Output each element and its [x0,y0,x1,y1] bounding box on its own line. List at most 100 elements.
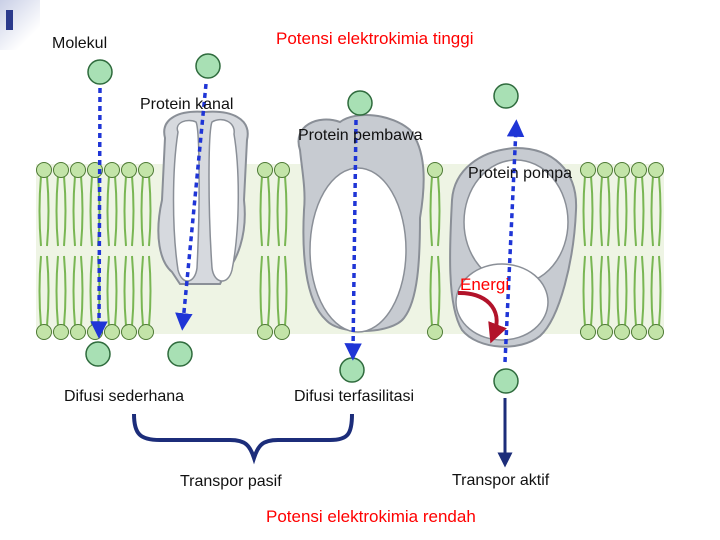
lipid-tail [72,255,76,327]
lipid-tail [582,255,586,327]
lipid-tail [259,175,263,247]
lipid-tail [63,255,67,327]
pump-protein-label: Protein pompa [468,165,573,182]
lipid-tail [582,175,586,247]
lipid-head [70,162,86,178]
lipid-head [36,324,52,340]
lipid-tail [38,175,42,247]
lipid-tail [429,175,433,247]
lipid-tail [89,175,93,247]
lipid-head [274,324,290,340]
lipid-tail [599,255,603,327]
lipid-head [648,162,664,178]
lipid-tail [259,255,263,327]
low-potential-label: Potensi elektrokimia rendah [266,507,476,526]
lipid-head [427,324,443,340]
molecule-label: Molekul [52,35,108,52]
lipid-tail [148,255,152,327]
high-potential-label: Potensi elektrokimia tinggi [276,29,474,48]
lipid-tail [658,175,662,247]
passive-transport-label: Transpor pasif [180,473,282,490]
lipid-tail [650,255,654,327]
lipid-tails-bottom [38,255,662,327]
lipid-tail [55,175,59,247]
lipid-tail [72,175,76,247]
lipid-tail [123,175,127,247]
lipid-head [104,324,120,340]
lipid-tail [616,175,620,247]
lipid-tail [633,255,637,327]
lipid-tail [106,255,110,327]
lipid-tail [80,175,84,247]
lipid-head [257,324,273,340]
lipid-tail [633,175,637,247]
lipid-heads-bottom [36,324,664,340]
active-transport-label: Transpor aktif [452,472,550,489]
lipid-tail [114,175,118,247]
lipid-head [53,162,69,178]
lipid-head [580,324,596,340]
molecule-bottom-2 [167,341,193,367]
lipid-tail [641,175,645,247]
lipid-tail [284,175,288,247]
lipid-head [597,162,613,178]
lipid-head [631,162,647,178]
lipid-head [427,162,443,178]
lipid-head [138,324,154,340]
lipid-tail [148,175,152,247]
lipid-head [631,324,647,340]
lipid-head [104,162,120,178]
lipid-tail [590,175,594,247]
lipid-head [53,324,69,340]
lipid-tail [131,255,135,327]
lipid-tail [641,255,645,327]
channel-diffusion-arrow [175,83,208,331]
lipid-head [70,324,86,340]
lipid-tail [140,175,144,247]
lipid-tail [607,255,611,327]
lipid-head [597,324,613,340]
lipid-tail [46,175,50,247]
channel-protein [157,110,249,285]
energy-label: Energi [460,275,510,294]
carrier-protein [297,114,425,333]
molecule-top-4 [493,83,519,109]
lipid-tail [650,175,654,247]
lipid-head [257,162,273,178]
simple-diffusion-arrow [90,87,108,339]
lipid-head [36,162,52,178]
lipid-tail [63,175,67,247]
lipid-tail [590,255,594,327]
facilitated-diffusion-label: Difusi terfasilitasi [294,388,415,405]
lipid-head [138,162,154,178]
lipid-tail [429,255,433,327]
lipid-tail [267,255,271,327]
lipid-tail [46,255,50,327]
lipid-tail [624,175,628,247]
lipid-tail [599,175,603,247]
molecule-bottom-4 [493,368,519,394]
carrier-protein-label: Protein pembawa [298,127,423,144]
lipid-head [648,324,664,340]
molecule-top-1 [87,59,113,85]
molecule-top-3 [347,90,373,116]
lipid-head [121,324,137,340]
lipid-tail [38,255,42,327]
slide-corner-mark [6,10,13,30]
lipid-tail [616,255,620,327]
molecule-top-2 [195,53,221,79]
lipid-tail [140,255,144,327]
lipid-tail [276,255,280,327]
lipid-head [274,162,290,178]
carrier-inner [309,167,407,333]
lipid-tail [80,255,84,327]
lipid-tail [276,175,280,247]
energy-arrow [457,290,507,344]
lipid-tail [284,255,288,327]
lipid-tail [267,175,271,247]
carrier-diffusion-arrow [344,119,362,361]
lipid-tail [437,175,441,247]
lipid-tail [106,175,110,247]
channel-protein-label: Protein kanal [140,96,234,113]
